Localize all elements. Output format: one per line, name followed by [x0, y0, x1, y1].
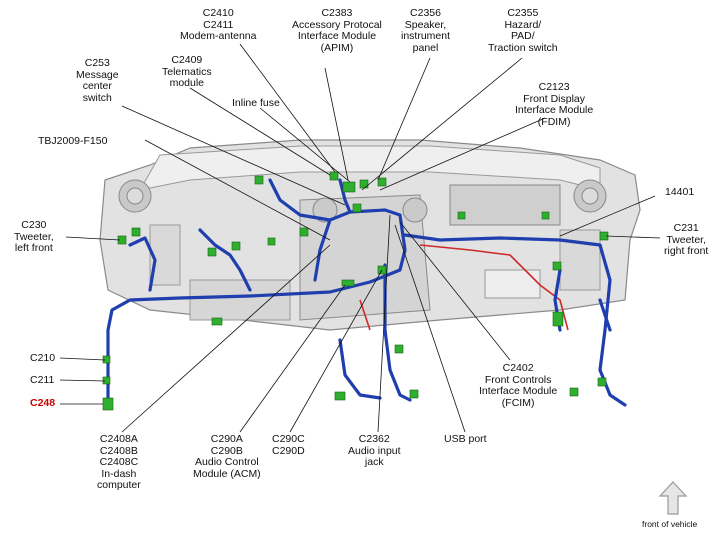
label-inline-fuse: Inline fuse [232, 97, 280, 109]
front-of-vehicle-label: front of vehicle [642, 519, 698, 529]
leader-lines [59, 43, 661, 433]
label-c211: C211 [30, 374, 55, 386]
label-14401: 14401 [665, 186, 695, 198]
label-tbj2009-f150: TBJ2009-F150 [38, 135, 108, 147]
label-c210: C210 [30, 352, 56, 364]
label-usb-port: USB port [444, 433, 487, 445]
dashboard-panel [99, 139, 641, 331]
label-c248: C248 [30, 397, 56, 409]
up-arrow-icon [658, 481, 688, 515]
